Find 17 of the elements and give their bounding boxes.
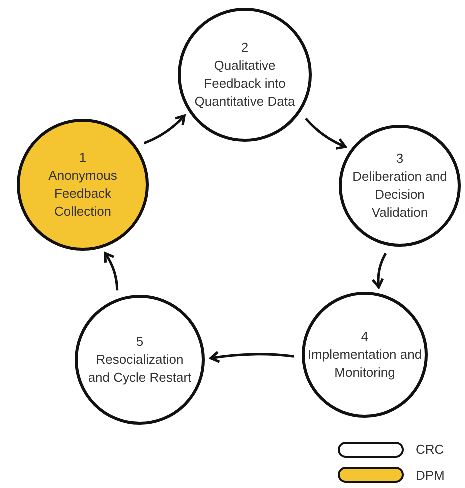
arrow — [104, 252, 119, 291]
stage-label: Resocialization and Cycle Restart — [87, 351, 193, 387]
arrow — [305, 118, 347, 150]
arrow — [210, 351, 294, 364]
arrow — [372, 252, 388, 289]
step-number: 1 — [79, 149, 87, 167]
step-number: 5 — [136, 333, 144, 351]
arrow — [144, 114, 186, 145]
stage-label: Implementation and Monitoring — [306, 346, 424, 382]
stage-label: Anonymous Feedback Collection — [48, 167, 118, 221]
legend-label: DPM — [416, 466, 445, 484]
legend-label: CRC — [416, 441, 444, 459]
step-number: 2 — [241, 39, 249, 57]
stage-label: Qualitative Feedback into Quantitative Data — [194, 57, 296, 111]
step-number: 3 — [396, 150, 404, 168]
step-number: 4 — [361, 328, 369, 346]
stage-label: Deliberation and Decision Validation — [352, 168, 448, 222]
